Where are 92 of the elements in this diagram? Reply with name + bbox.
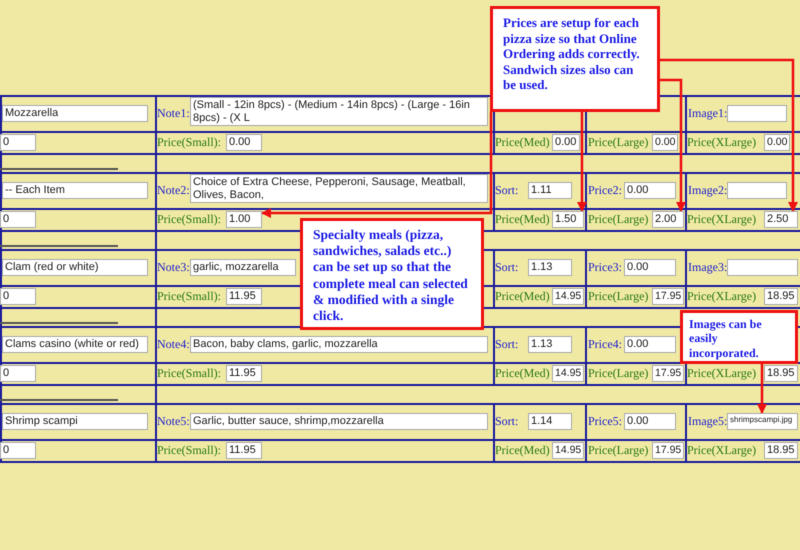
field-label: Sort: (495, 183, 518, 198)
field-label: Sort: (495, 414, 518, 429)
field-label: Image1: (688, 106, 728, 121)
input-field: 14.95 (552, 442, 584, 459)
input-field: 1.14 (528, 413, 572, 430)
field-label: Price(Large) (588, 135, 648, 150)
field-label: Price(Small): (157, 289, 221, 304)
field-label: Price(Large) (588, 212, 648, 227)
input-field: 0 (0, 134, 36, 151)
field-label: Price(XLarge) (687, 443, 756, 458)
input-field: 0.00 (624, 259, 676, 276)
input-field: garlic, mozzarella (190, 259, 296, 276)
input-field: 14.95 (552, 288, 584, 305)
field-label: Price4: (588, 337, 622, 352)
input-field: 18.95 (764, 288, 798, 305)
input-field: 0.00 (226, 134, 262, 151)
field-label: Sort: (495, 337, 518, 352)
callout-box: Prices are setup for each pizza size so that Online Ordering adds correctly. Sandwich sizes also can be used. (490, 6, 660, 112)
arrow (757, 364, 767, 414)
input-field: 0.00 (552, 134, 580, 151)
input-field: Bacon, baby clams, garlic, mozzarella (190, 336, 488, 353)
arrow (261, 112, 492, 218)
input-field: Clams casino (white or red) (2, 336, 148, 353)
input-field: Shrimp scampi (2, 413, 148, 430)
field-label: Price5: (588, 414, 622, 429)
callout-box: Images can be easily incorporated. (680, 310, 798, 364)
input-field: 2.50 (764, 211, 798, 228)
field-label: Price3: (588, 260, 622, 275)
field-label: Price(Large) (588, 366, 648, 381)
input-field: 1.00 (226, 211, 262, 228)
field-label: Price(XLarge) (687, 135, 756, 150)
input-field: Choice of Extra Cheese, Pepperoni, Sausage, Meatball, Olives, Bacon, (190, 174, 488, 204)
input-field: Clam (red or white) (2, 259, 148, 276)
input-field: shrimpscampi.jpg (727, 413, 798, 430)
arrow (660, 78, 686, 212)
input-field: 0.00 (764, 134, 790, 151)
input-field (727, 259, 798, 276)
input-field: 18.95 (764, 442, 798, 459)
field-label: Note2: (157, 183, 190, 198)
field-label: Price(XLarge) (687, 366, 756, 381)
input-field: 11.95 (226, 365, 262, 382)
arrow (660, 58, 798, 212)
input-field: 0 (0, 442, 36, 459)
field-label: Price(Small): (157, 135, 221, 150)
input-field (727, 182, 787, 199)
input-field: 11.95 (226, 288, 262, 305)
input-field: 2.00 (652, 211, 684, 228)
field-label: Note4: (157, 337, 190, 352)
field-label: Price(Med) (495, 443, 550, 458)
input-field: (Small - 12in 8pcs) - (Medium - 14in 8pcs) - (Large - 16in 8pcs) - (X L (190, 97, 488, 126)
input-field (727, 105, 787, 122)
input-field: 17.95 (652, 288, 684, 305)
field-label: Price(Large) (588, 443, 648, 458)
arrow (577, 112, 587, 212)
input-field: 0.00 (624, 336, 676, 353)
input-field: 0 (0, 288, 36, 305)
input-field: 0.00 (624, 182, 676, 199)
field-label: Price(Small): (157, 443, 221, 458)
field-label: Image3: (688, 260, 728, 275)
input-field: 11.95 (226, 442, 262, 459)
input-field: 1.11 (528, 182, 572, 199)
input-field: 17.95 (652, 442, 684, 459)
input-field: 0 (0, 211, 36, 228)
field-label: Note5: (157, 414, 190, 429)
input-field: 1.13 (528, 336, 572, 353)
field-label: Sort: (495, 260, 518, 275)
field-label: Price(XLarge) (687, 289, 756, 304)
field-label: Image5: (688, 414, 728, 429)
field-label: Price(Small): (157, 212, 221, 227)
input-field: Mozzarella (2, 105, 148, 122)
input-field: 14.95 (552, 365, 584, 382)
input-field: 1.50 (552, 211, 584, 228)
field-label: Price(Med) (495, 366, 550, 381)
input-field: 0.00 (624, 413, 676, 430)
field-label: Note3: (157, 260, 190, 275)
input-field: 0.00 (652, 134, 678, 151)
field-label: Note1: (157, 106, 190, 121)
field-label: Price(Med) (495, 135, 550, 150)
input-field: 18.95 (764, 365, 798, 382)
input-field: 17.95 (652, 365, 684, 382)
callout-box: Specialty meals (pizza, sandwiches, salads etc..) can be set up so that the complete meal can selected & modified with a single click. (300, 218, 484, 330)
input-field: 1.13 (528, 259, 572, 276)
field-label: Price(Med) (495, 289, 550, 304)
field-label: Price(Large) (588, 289, 648, 304)
field-label: Price(Small): (157, 366, 221, 381)
field-label: Price2: (588, 183, 622, 198)
field-label: Price(Med) (495, 212, 550, 227)
field-label: Image2: (688, 183, 728, 198)
input-field: Garlic, butter sauce, shrimp,mozzarella (190, 413, 488, 430)
field-label: Price(XLarge) (687, 212, 756, 227)
input-field: 0 (0, 365, 36, 382)
input-field: -- Each Item (2, 182, 148, 199)
